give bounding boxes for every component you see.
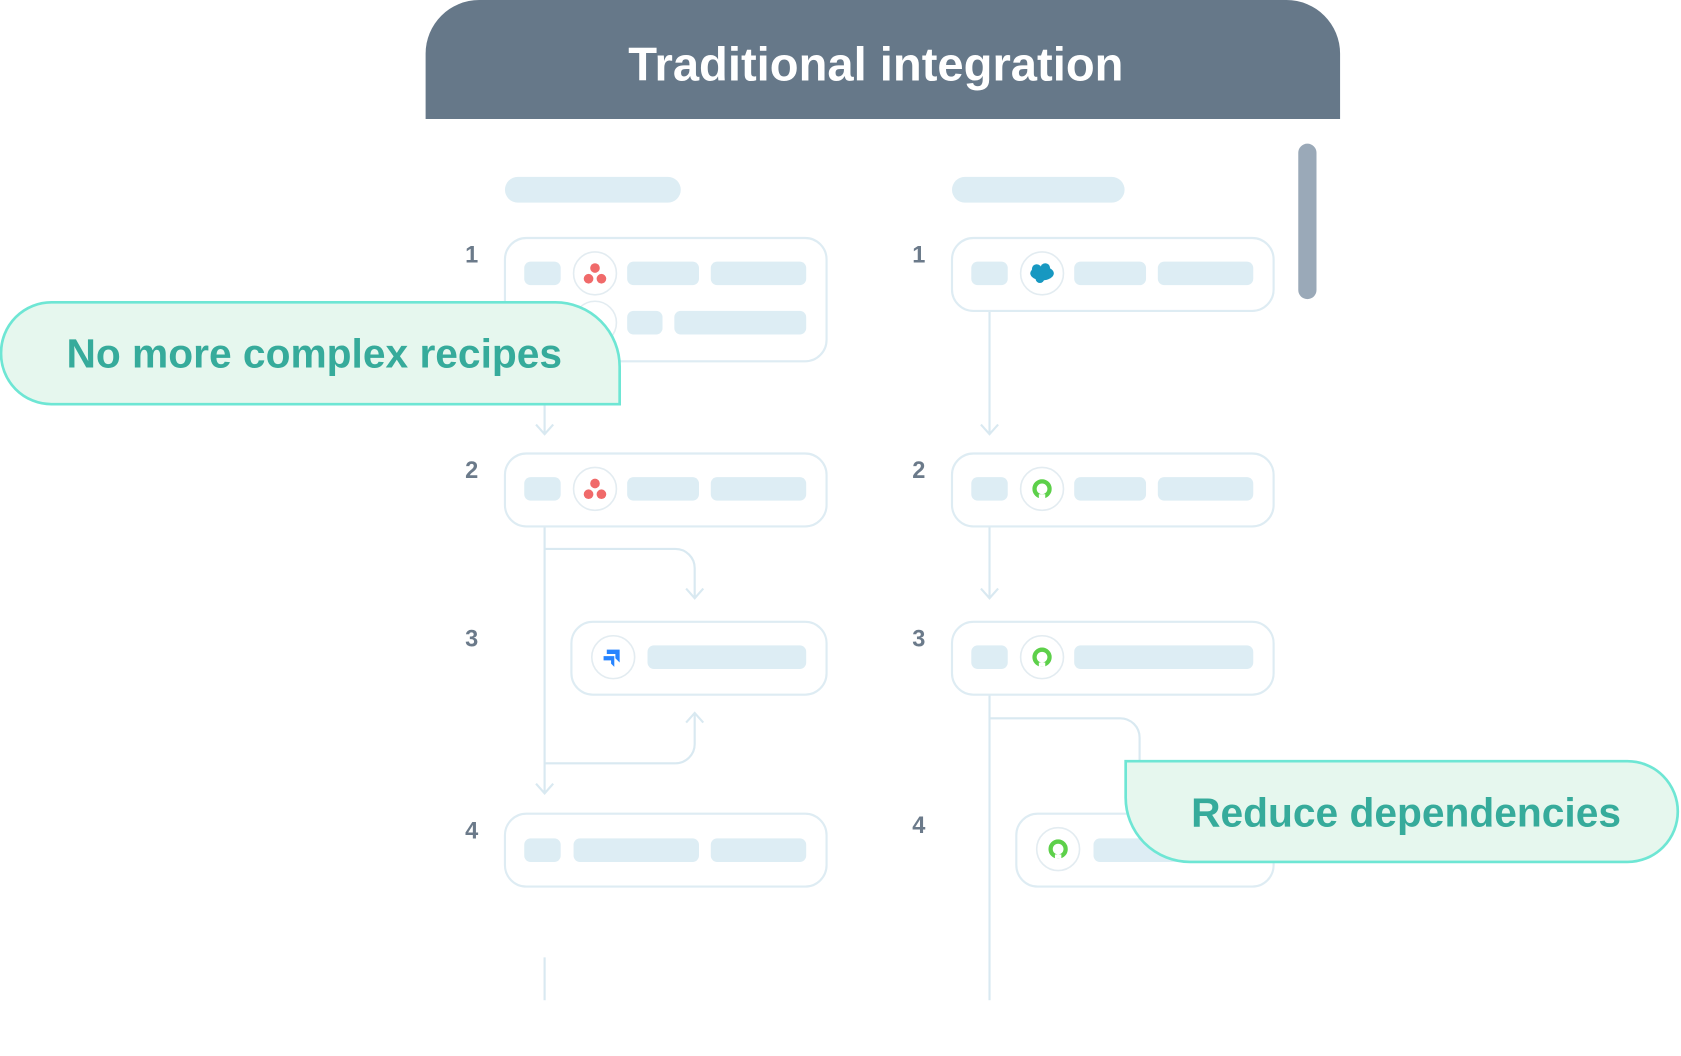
step-number: 1	[465, 242, 478, 268]
right-step-1-card[interactable]	[950, 236, 1275, 312]
jira-icon	[603, 649, 620, 667]
right-step-3-card[interactable]	[950, 620, 1275, 696]
left-column-header-placeholder	[504, 176, 681, 203]
right-step-numbers: 1 2 3 4	[912, 242, 925, 838]
step-number: 1	[912, 242, 925, 268]
step-number: 2	[912, 457, 925, 483]
salesforce-icon	[1030, 263, 1054, 284]
right-step-2-card[interactable]	[950, 452, 1275, 528]
left-step-3-card[interactable]	[570, 620, 828, 696]
callout-text: No more complex recipes	[66, 331, 562, 377]
step-number: 3	[912, 625, 925, 651]
callout-text: Reduce dependencies	[1191, 790, 1621, 836]
left-step-2-card[interactable]	[503, 452, 828, 528]
step-number: 4	[465, 817, 478, 843]
step-number: 2	[465, 457, 478, 483]
step-number: 3	[465, 625, 478, 651]
page-title: Traditional integration	[628, 37, 1123, 90]
callout-reduce-dependencies: Reduce dependencies	[1124, 759, 1680, 864]
right-column-header-placeholder	[951, 176, 1125, 203]
left-step-numbers: 1 2 3 4	[465, 242, 478, 844]
left-step-4-card[interactable]	[503, 812, 828, 888]
step-number: 4	[912, 812, 925, 838]
callout-no-more-complex-recipes: No more complex recipes	[0, 300, 621, 406]
right-connectors	[980, 310, 1141, 1001]
header-bar	[425, 0, 1341, 120]
scrollbar[interactable]	[1298, 143, 1317, 300]
